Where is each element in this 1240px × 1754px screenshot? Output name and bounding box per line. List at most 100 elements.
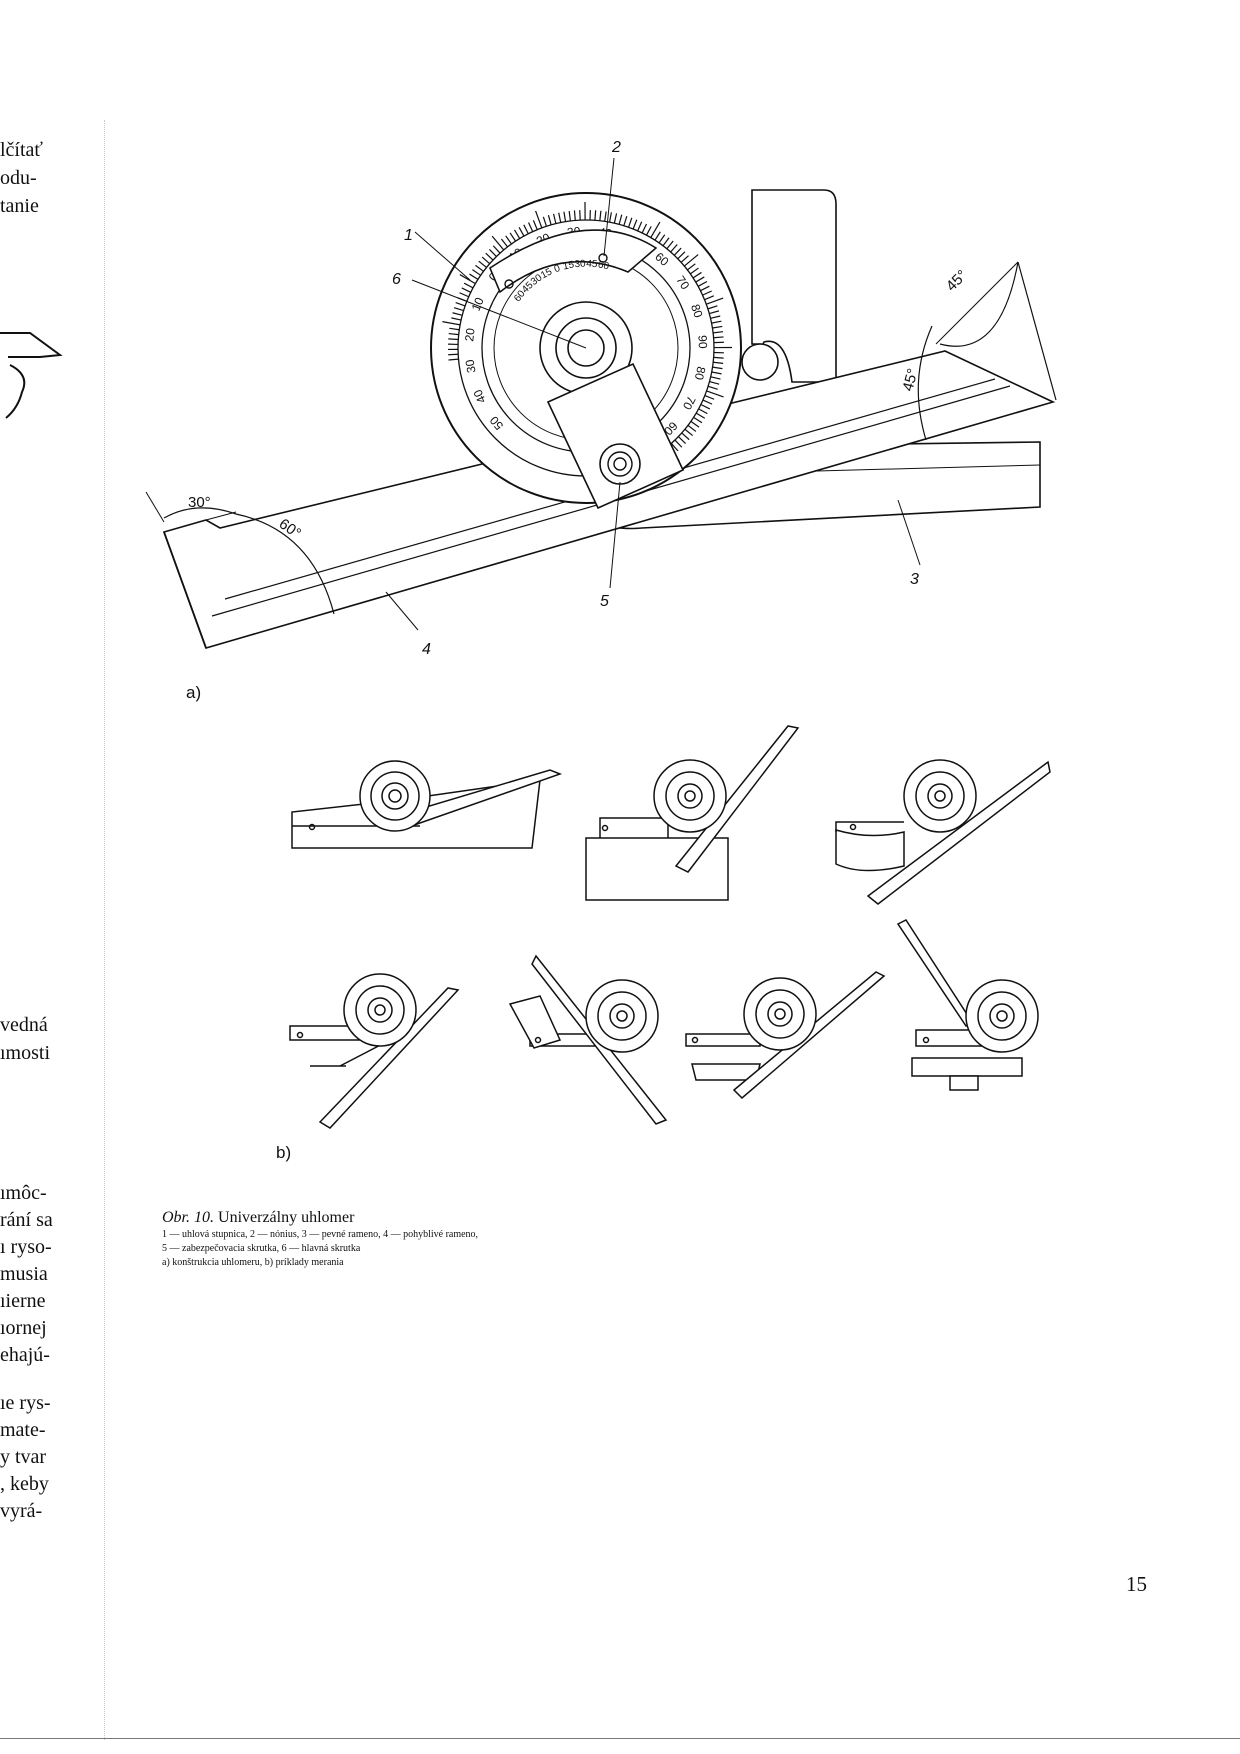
angle-label-45-inner: 45°: [899, 367, 921, 393]
scale-tick: [700, 403, 711, 410]
scale-tick: [449, 327, 460, 331]
scale-tick: [654, 231, 661, 241]
scale-tick: [532, 220, 538, 230]
scale-tick: [677, 251, 686, 260]
scale-number: 30: [463, 358, 479, 374]
vernier-number: 45: [586, 258, 598, 270]
scale-tick: [662, 237, 670, 247]
scale-tick: [523, 224, 529, 235]
scale-tick: [713, 331, 724, 334]
scale-tick: [599, 210, 602, 221]
scale-tick: [509, 232, 517, 242]
left-column-fragment: , keby: [0, 1473, 49, 1495]
scale-tick: [713, 361, 724, 364]
scale-tick: [552, 213, 557, 224]
callout-3: 3: [910, 571, 919, 588]
scale-tick: [711, 320, 722, 324]
scale-tick: [698, 408, 708, 415]
scale-number: 70: [680, 394, 699, 413]
scale-tick: [518, 227, 525, 237]
vernier-number: 60: [597, 259, 611, 272]
page-number: 15: [1126, 1572, 1147, 1596]
scale-tick: [500, 238, 509, 248]
scale-tick: [481, 256, 491, 265]
scale-tick: [692, 271, 702, 279]
scale-number: 80: [688, 302, 706, 319]
scale-tick: [461, 287, 472, 293]
scale-tick: [459, 274, 476, 285]
measuring-example-1: [291, 760, 563, 849]
measuring-example-6: [685, 971, 886, 1100]
scale-tick: [528, 222, 534, 232]
caption-legend-line: 5 — zabezpečovacia skrutka, 6 — hlavná s…: [162, 1243, 361, 1254]
scale-tick: [472, 269, 481, 276]
scale-tick: [683, 254, 699, 267]
scale-tick: [448, 332, 459, 336]
left-column-fragment: vedná: [0, 1014, 48, 1036]
scale-tick: [641, 223, 648, 234]
scale-tick: [709, 310, 720, 315]
scale-tick: [618, 214, 623, 225]
scale-tick: [684, 428, 694, 437]
scale-tick: [666, 240, 674, 250]
scale-tick: [687, 263, 696, 271]
scale-tick: [623, 215, 628, 226]
left-column-fragment: ıornej: [0, 1317, 47, 1339]
scale-tick: [455, 302, 466, 307]
left-column-fragment: lčítať: [0, 139, 43, 161]
scale-tick: [535, 210, 543, 229]
left-column-fragment: vyrá-: [0, 1500, 43, 1522]
callout-2: 2: [611, 139, 621, 156]
scale-tick: [687, 424, 697, 432]
scale-tick: [670, 244, 678, 253]
page-gutter-line: [104, 120, 105, 1740]
scale-tick: [542, 216, 548, 227]
left-column-fragment: ehajú-: [0, 1344, 50, 1366]
scale-tick: [513, 229, 521, 239]
left-column-fragment: rání sa: [0, 1209, 53, 1231]
callout-6: 6: [392, 271, 401, 288]
scale-tick: [478, 260, 487, 268]
scale-tick: [673, 247, 682, 256]
scale-tick: [706, 297, 724, 305]
scale-tick: [547, 215, 552, 225]
scale-number: 10: [469, 295, 487, 313]
measuring-example-4: [289, 973, 460, 1129]
scale-tick: [632, 219, 638, 230]
angle-label-45-outer: 45°: [943, 267, 971, 295]
scale-tick: [573, 210, 576, 221]
scale-tick: [658, 234, 666, 244]
measuring-example-3: [835, 759, 1051, 905]
scale-number: 80: [692, 365, 709, 381]
vernier-number: 15: [562, 259, 576, 272]
scale-tick: [690, 420, 700, 428]
page-bottom-rule: [0, 1738, 1240, 1739]
scale-tick: [492, 245, 501, 254]
measuring-example-2: [585, 725, 800, 901]
scale-tick: [670, 443, 679, 452]
vernier-segment: [489, 229, 658, 294]
scale-tick: [489, 248, 497, 257]
scale-tick: [491, 235, 505, 251]
scale-tick: [475, 264, 484, 272]
scale-tick: [695, 412, 706, 419]
scale-tick: [711, 371, 722, 375]
measuring-examples: [289, 725, 1051, 1129]
scale-tick: [704, 295, 714, 301]
scale-number: 40: [470, 387, 488, 405]
scale-tick: [702, 399, 713, 405]
scale-tick: [594, 210, 597, 221]
left-column-fragment: ı ryso-: [0, 1236, 52, 1258]
scale-tick: [700, 285, 710, 292]
scale-tick: [608, 212, 612, 223]
scale-tick: [452, 312, 463, 316]
figure-caption: Obr. 10. Univerzálny uhlomer 1 — uhlová …: [162, 1208, 862, 1270]
scale-tick: [710, 376, 721, 380]
scale-tick: [451, 317, 462, 321]
scale-tick: [485, 252, 494, 261]
part-a-label: a): [186, 683, 201, 702]
scale-tick: [713, 336, 724, 339]
scale-tick: [442, 321, 461, 326]
